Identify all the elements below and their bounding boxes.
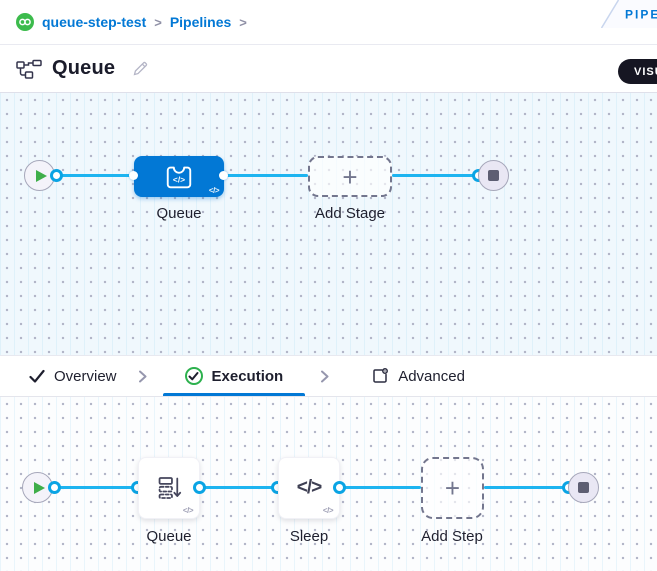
connector-line (56, 174, 134, 177)
breadcrumb-separator: > (154, 14, 162, 30)
breadcrumb-pipelines-link[interactable]: Pipelines (169, 14, 232, 30)
breadcrumb: queue-step-test > Pipelines > (0, 0, 657, 45)
yaml-badge-icon: </> (208, 186, 220, 195)
stage-tab-bar: Overview Execution Advanced (0, 355, 657, 397)
connector-point (193, 481, 206, 494)
code-icon: </> (296, 477, 323, 498)
pipeline-end-node (478, 160, 509, 191)
edit-name-button[interactable] (131, 60, 149, 78)
add-step-button[interactable]: + (421, 457, 484, 519)
step-label: Sleep (289, 528, 329, 545)
success-check-icon (184, 367, 203, 385)
execution-end-node (568, 472, 599, 503)
breadcrumb-separator: > (239, 14, 247, 30)
tab-execution[interactable]: Execution (162, 356, 306, 396)
tab-overview[interactable]: Overview (23, 356, 123, 396)
connector-line (484, 486, 569, 489)
connector-line (200, 486, 278, 489)
execution-start-node (22, 472, 53, 503)
step-label: Queue (146, 528, 192, 545)
chevron-right-icon (138, 370, 147, 383)
custom-stage-icon: </> (166, 166, 192, 189)
yaml-badge-icon: </> (322, 506, 334, 515)
stage-canvas[interactable]: </> </> Queue + Add Stage (0, 93, 657, 355)
tab-advanced[interactable]: Advanced (365, 356, 471, 396)
tab-label: Advanced (398, 367, 465, 385)
connector-point (129, 171, 138, 180)
add-stage-label: Add Stage (314, 205, 386, 222)
title-bar: Queue (0, 45, 657, 93)
connector-point (333, 481, 346, 494)
stop-icon (488, 170, 499, 181)
step-sleep-node[interactable]: </> </> (278, 457, 340, 519)
plus-icon: + (342, 161, 358, 192)
plus-icon: + (444, 473, 461, 503)
tab-label: Overview (54, 367, 117, 385)
connector-point (219, 171, 228, 180)
advanced-settings-icon (373, 368, 389, 383)
connector-point (48, 481, 61, 494)
yaml-badge-icon: </> (182, 506, 194, 515)
breadcrumb-project-link[interactable]: queue-step-test (42, 14, 147, 30)
chevron-right-icon (321, 370, 329, 383)
stage-queue-node[interactable]: </> </> (134, 156, 224, 197)
step-queue-node[interactable]: </> (138, 457, 200, 519)
ribbon-label: PIPE (625, 8, 657, 22)
connector-line (340, 486, 421, 489)
connector-line (392, 174, 478, 177)
stage-label: Queue (156, 205, 202, 222)
pipeline-studio-ribbon: PIPE (601, 0, 657, 28)
stop-icon (578, 482, 589, 493)
pencil-icon (133, 61, 148, 75)
connector-line (224, 174, 308, 177)
view-toggle-visual[interactable]: VISUAL (618, 59, 657, 84)
execution-canvas[interactable]: </> Queue </> </> Sleep + Add Step (0, 397, 657, 571)
add-stage-button[interactable]: + (308, 156, 392, 197)
queue-step-icon (158, 477, 182, 499)
add-step-label: Add Step (421, 528, 483, 545)
pipeline-icon (16, 59, 42, 79)
connector-point (50, 169, 63, 182)
check-icon (29, 369, 45, 383)
code-glyph: </> (173, 175, 185, 185)
tab-label: Execution (211, 367, 284, 385)
page-title: Queue (52, 57, 116, 79)
play-icon (35, 169, 47, 182)
play-icon (33, 481, 45, 494)
connector-line (55, 486, 138, 489)
project-icon (16, 13, 34, 31)
active-tab-underline (162, 393, 306, 396)
